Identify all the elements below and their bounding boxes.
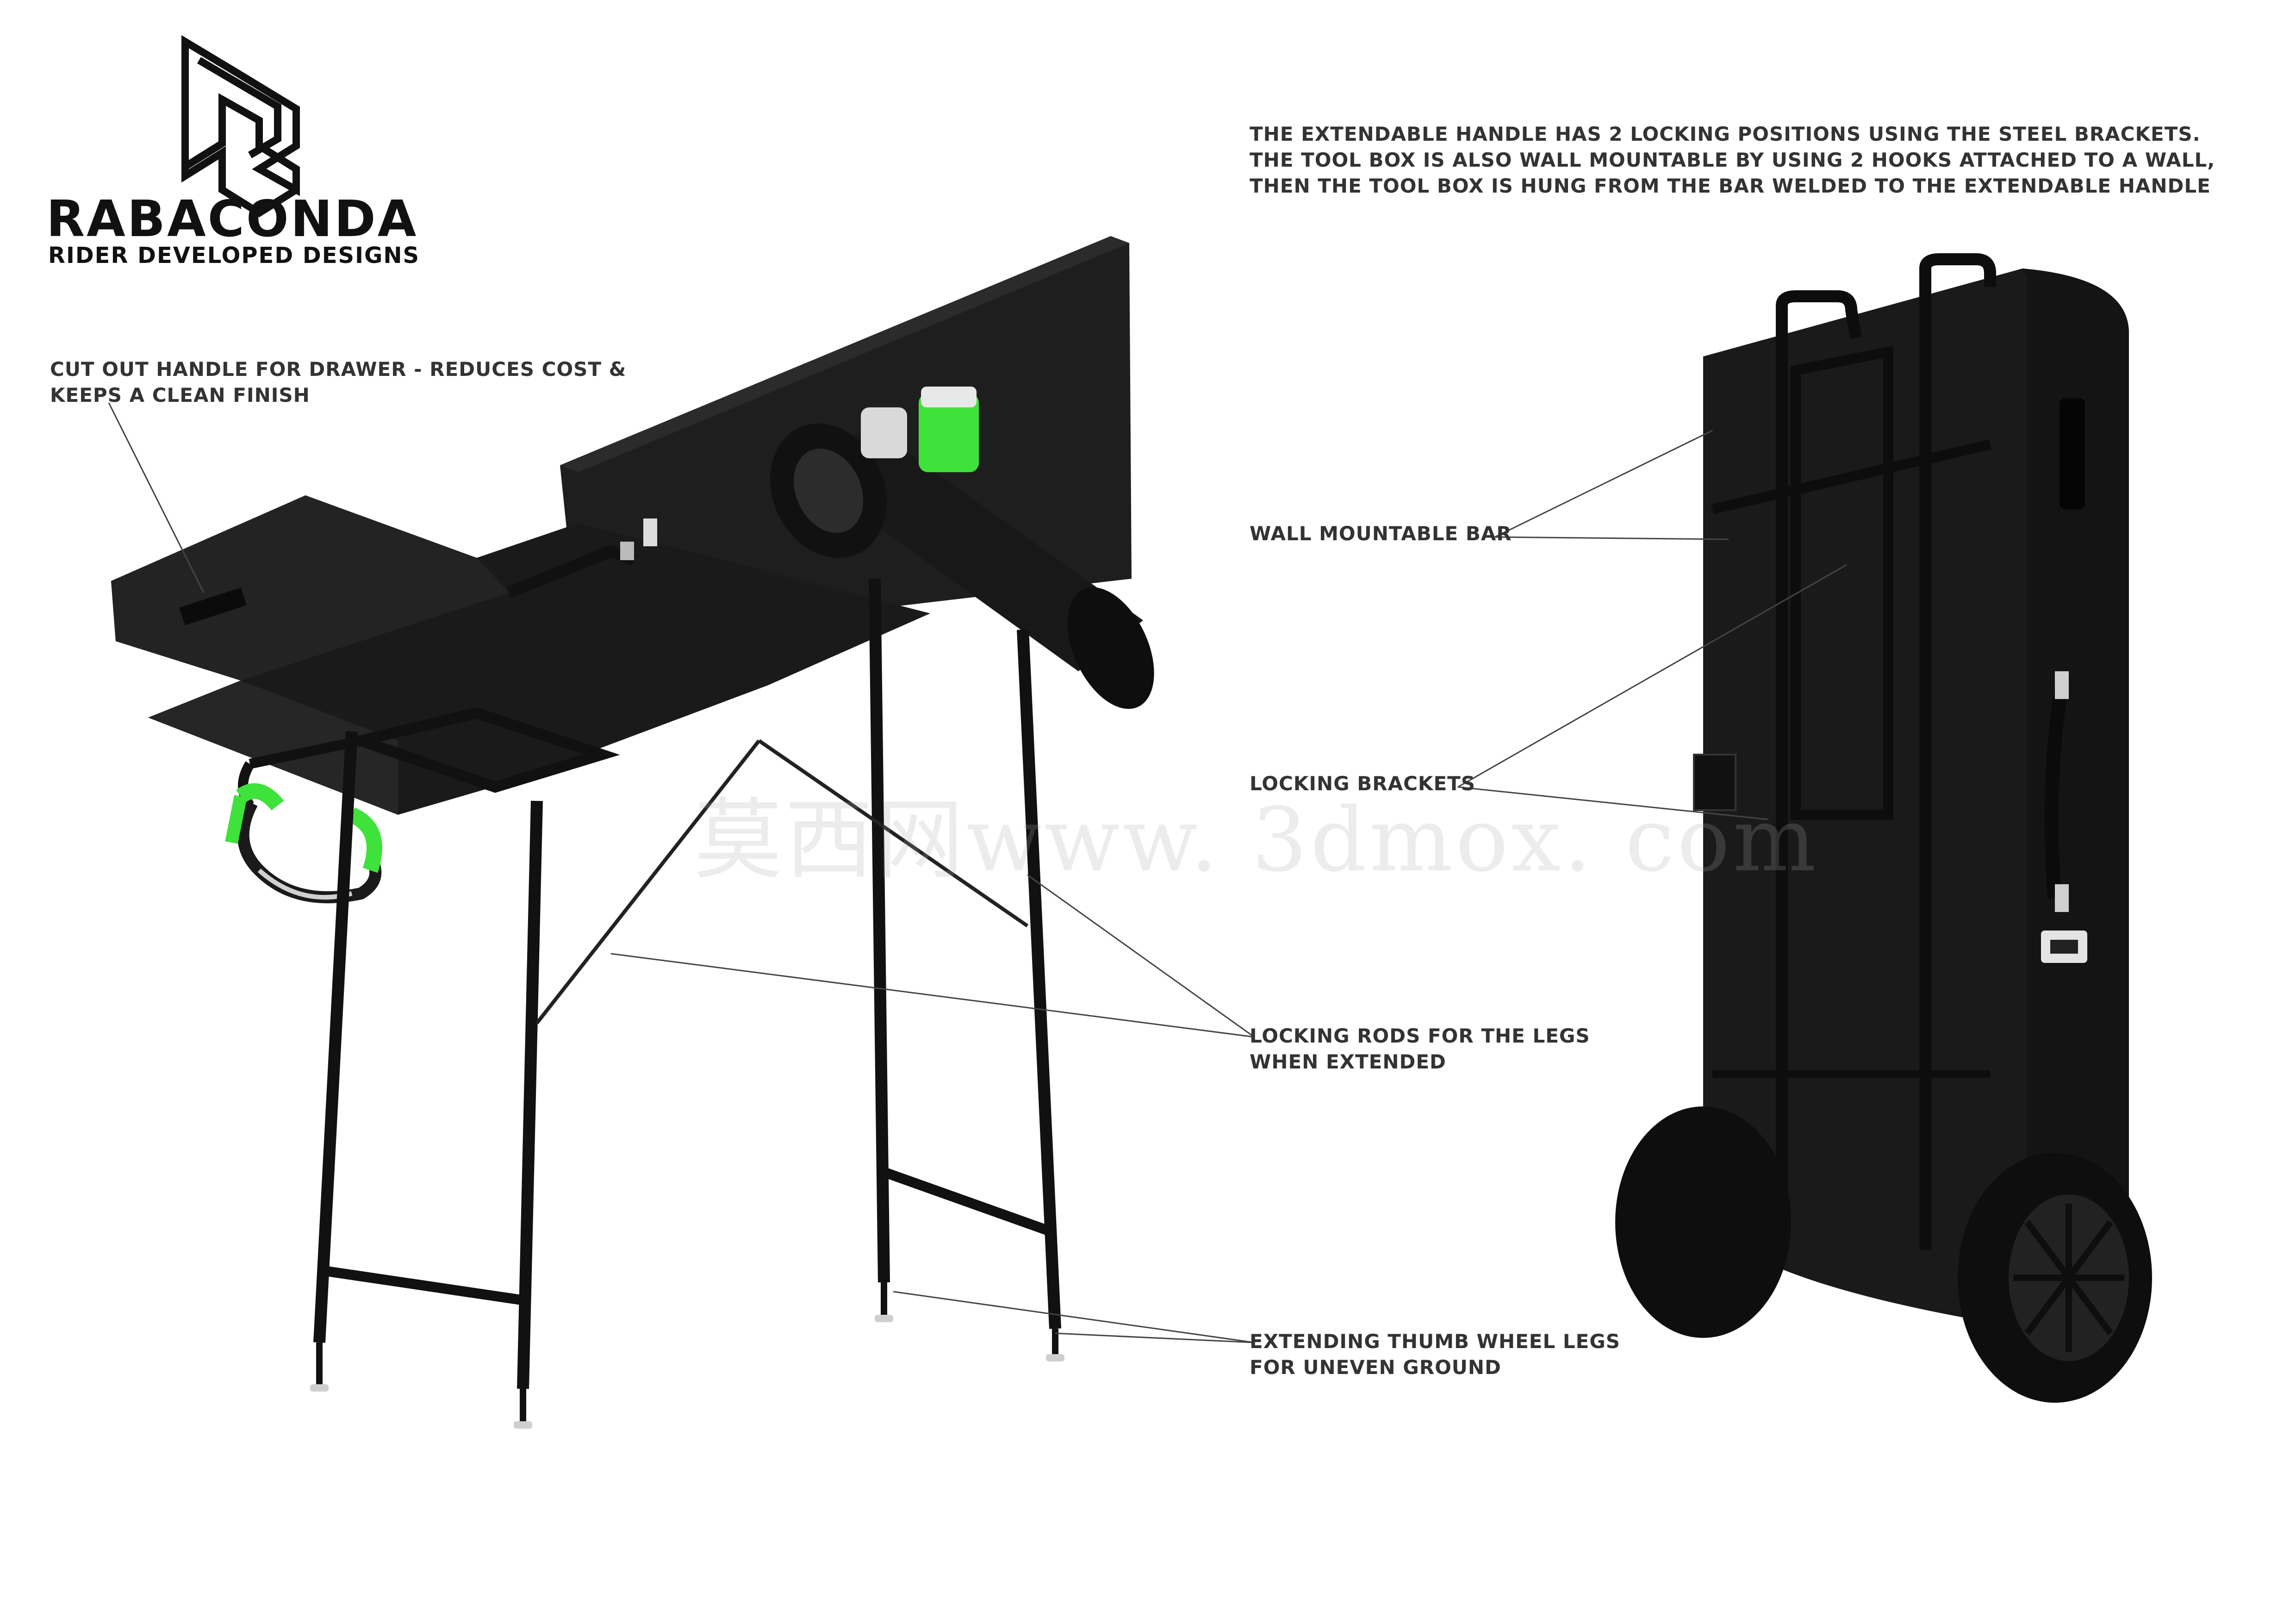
trolley-wheels <box>1615 1106 2152 1403</box>
trolley-body <box>1703 269 2129 1329</box>
callout-line: WALL MOUNTABLE BAR <box>1250 522 1512 545</box>
bench-view <box>111 236 1154 1429</box>
callout-thumb-wheel-legs: EXTENDING THUMB WHEEL LEGS FOR UNEVEN GR… <box>1250 1329 1620 1380</box>
header-note-line: THE EXTENDABLE HANDLE HAS 2 LOCKING POSI… <box>1250 123 2201 145</box>
callout-drawer-handle: CUT OUT HANDLE FOR DRAWER - REDUCES COST… <box>50 356 626 408</box>
locking-bracket <box>1693 754 1736 811</box>
callout-line: CUT OUT HANDLE FOR DRAWER - REDUCES COST… <box>50 358 627 381</box>
callout-locking-brackets: LOCKING BRACKETS <box>1250 771 1475 797</box>
header-note: THE EXTENDABLE HANDLE HAS 2 LOCKING POSI… <box>1250 121 2221 199</box>
leader-lines <box>108 402 1847 1343</box>
brand-name: RABACONDA <box>46 190 418 248</box>
header-note-line: THEN THE TOOL BOX IS HUNG FROM THE BAR W… <box>1250 175 2211 197</box>
callout-line: EXTENDING THUMB WHEEL LEGS <box>1250 1330 1621 1353</box>
paper-roll-holder <box>770 387 1154 709</box>
callout-wall-bar: WALL MOUNTABLE BAR <box>1250 521 1512 547</box>
callout-line: LOCKING BRACKETS <box>1250 772 1476 795</box>
callout-line: WHEN EXTENDED <box>1250 1050 1446 1073</box>
locking-rods <box>535 739 1029 1024</box>
brand-tagline: RIDER DEVELOPED DESIGNS <box>48 243 420 269</box>
thumb-wheel-feet <box>310 1315 1064 1429</box>
bench-legs <box>313 578 1061 1389</box>
rabaconda-logo-icon <box>181 35 300 218</box>
side-handle <box>225 707 620 904</box>
trolley-view <box>1615 253 2152 1403</box>
side-strap-handle <box>2041 671 2087 963</box>
callout-line: LOCKING RODS FOR THE LEGS <box>1250 1024 1590 1047</box>
header-note-line: THE TOOL BOX IS ALSO WALL MOUNTABLE BY U… <box>1250 149 2215 171</box>
drawer-cutout-handle <box>179 587 247 625</box>
extendable-handle <box>1711 253 1996 1250</box>
watermark: 莫西网www. 3dmox. com <box>694 789 1819 891</box>
callout-line: FOR UNEVEN GROUND <box>1250 1356 1501 1379</box>
callout-line: KEEPS A CLEAN FINISH <box>50 384 310 406</box>
callout-locking-rods: LOCKING RODS FOR THE LEGS WHEN EXTENDED <box>1250 1023 1590 1075</box>
